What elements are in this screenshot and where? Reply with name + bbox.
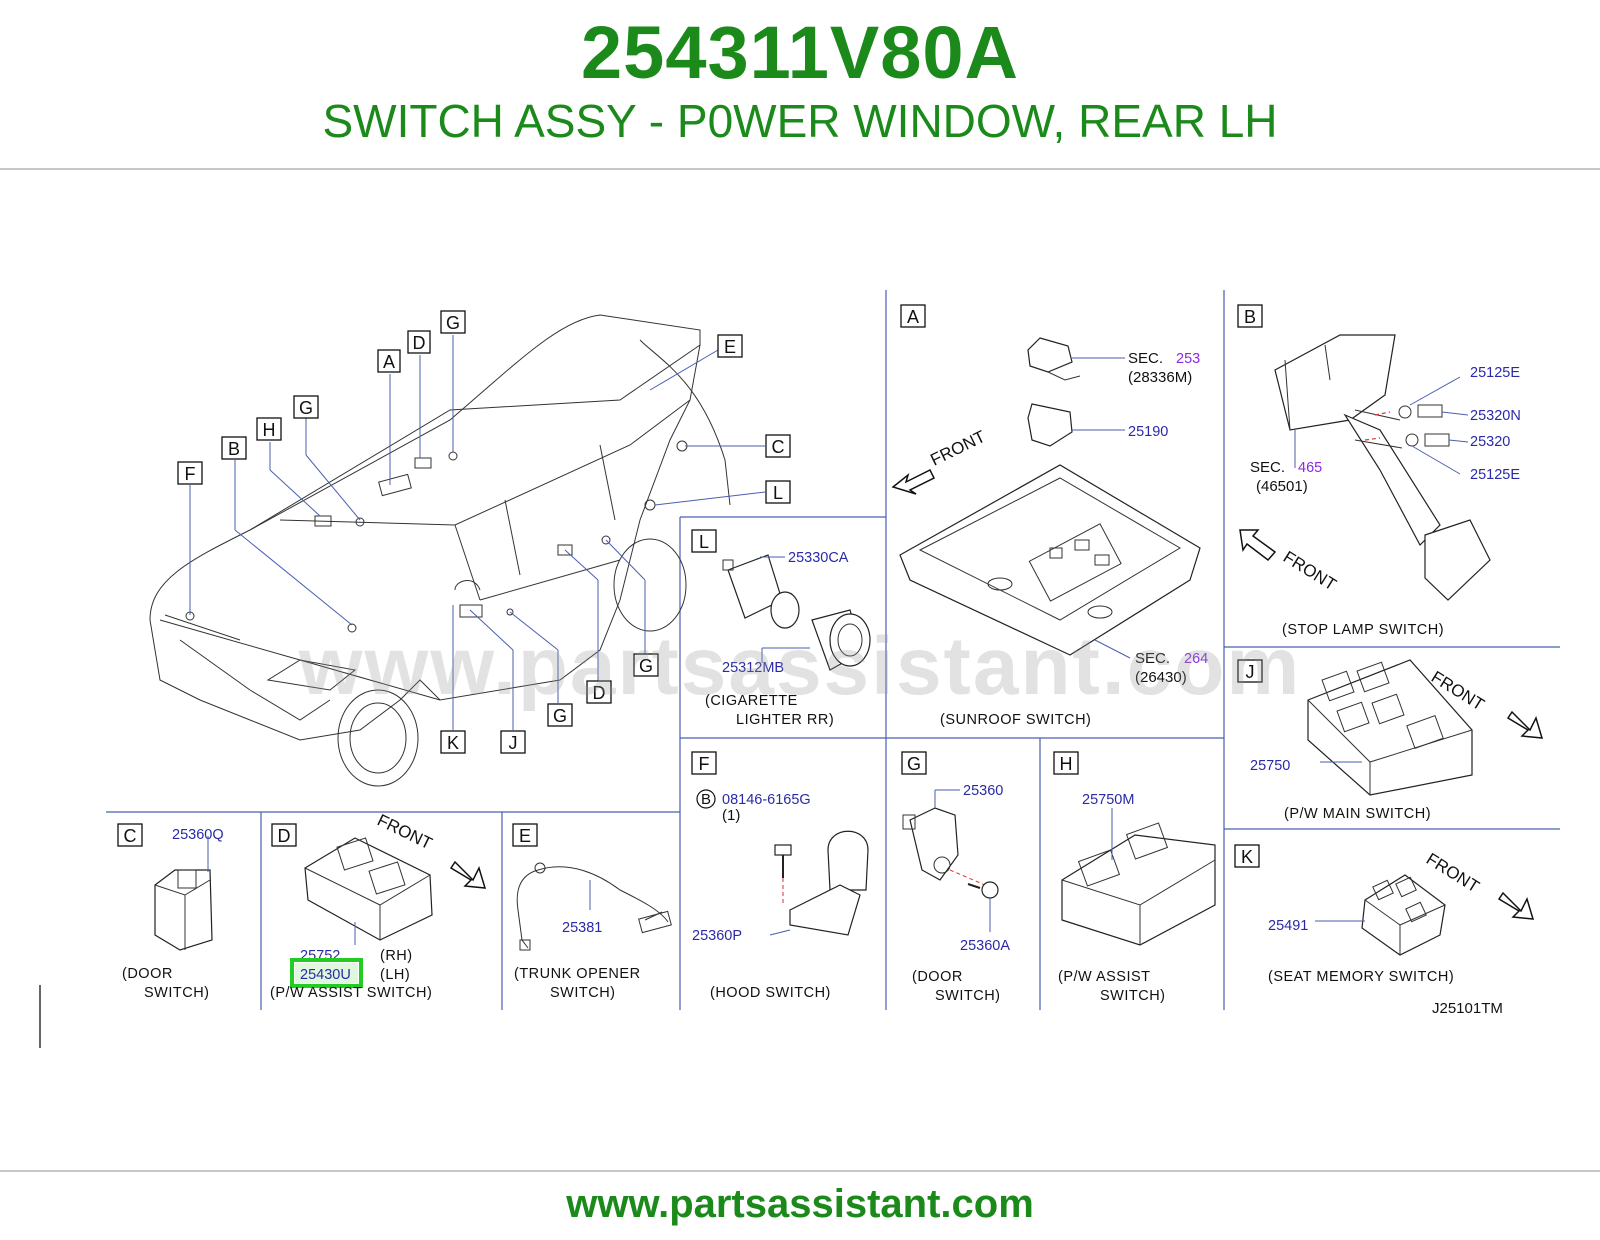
part-25320[interactable]: 25320 bbox=[1470, 434, 1510, 450]
part-25360a[interactable]: 25360A bbox=[960, 938, 1010, 954]
panel-g-caption-1: (DOOR bbox=[912, 969, 963, 985]
part-25312mb[interactable]: 25312MB bbox=[722, 660, 784, 676]
panel-l-caption-2: LIGHTER RR) bbox=[736, 712, 834, 728]
part-25750[interactable]: 25750 bbox=[1250, 758, 1290, 774]
panel-k-seat-memory-switch: K FRONT 25491 (SEAT MEMORY SWITCH) bbox=[1234, 844, 1535, 985]
sec-264-number[interactable]: 264 bbox=[1184, 651, 1208, 667]
panel-g-door-switch: G 25360 25360A (DOOR SWITCH) bbox=[901, 751, 1010, 1004]
overview-letter-h: H bbox=[263, 420, 276, 440]
front-arrow-label: FRONT bbox=[1280, 547, 1340, 594]
part-08146-6165g-qty: (1) bbox=[722, 807, 740, 824]
panel-c-door-switch: C 25360Q (DOOR SWITCH) bbox=[117, 823, 224, 1001]
overview-letter-f: F bbox=[185, 464, 196, 484]
part-25430u-side: (LH) bbox=[380, 967, 410, 983]
sec-465-ref: (46501) bbox=[1256, 478, 1308, 495]
footer-website-link[interactable]: www.partsassistant.com bbox=[566, 1182, 1034, 1226]
panel-g-caption-2: SWITCH) bbox=[935, 988, 1001, 1004]
sec-264-ref: (26430) bbox=[1135, 669, 1187, 686]
panel-l-caption-1: (CIGARETTE bbox=[705, 693, 798, 709]
overview-letter-g: G bbox=[553, 706, 567, 726]
panel-b-caption: (STOP LAMP SWITCH) bbox=[1282, 622, 1444, 638]
part-25360[interactable]: 25360 bbox=[963, 783, 1003, 799]
page-header: 254311V80A SWITCH ASSY - P0WER WINDOW, R… bbox=[0, 0, 1600, 170]
sec-253-ref: (28336M) bbox=[1128, 369, 1192, 386]
panel-j-caption: (P/W MAIN SWITCH) bbox=[1284, 806, 1431, 822]
overview-letter-j: J bbox=[509, 733, 518, 753]
front-arrow-label: FRONT bbox=[374, 811, 435, 854]
part-25381[interactable]: 25381 bbox=[562, 920, 602, 936]
panel-letter-k: K bbox=[1241, 847, 1253, 867]
panel-f-hood-switch: F B 08146-6165G (1) 25360P (HOOD SWITCH) bbox=[691, 751, 869, 1001]
part-number-heading: 254311V80A bbox=[581, 11, 1019, 94]
part-25491[interactable]: 25491 bbox=[1268, 918, 1308, 934]
panel-j-pw-main-switch: J FRONT 25750 (P/W MAIN SWITCH) bbox=[1237, 659, 1544, 822]
panel-letter-b: B bbox=[1244, 307, 1256, 327]
panel-letter-h: H bbox=[1060, 754, 1073, 774]
overview-letter-k: K bbox=[447, 733, 459, 753]
panel-f-caption: (HOOD SWITCH) bbox=[710, 985, 831, 1001]
panel-h-pw-assist-switch: H 25750M (P/W ASSIST SWITCH) bbox=[1053, 751, 1216, 1004]
panel-letter-j: J bbox=[1246, 662, 1255, 682]
footer-divider bbox=[0, 1170, 1600, 1172]
panel-a-sunroof-switch: A SEC. 253 (28336M) 25190 FRONT SEC. 264… bbox=[891, 304, 1208, 728]
panel-c-caption-1: (DOOR bbox=[122, 966, 173, 982]
sec-465-number[interactable]: 465 bbox=[1298, 460, 1322, 476]
overview-letter-e: E bbox=[724, 337, 736, 357]
panel-letter-f: F bbox=[699, 754, 710, 774]
part-25125e-bottom[interactable]: 25125E bbox=[1470, 467, 1520, 483]
panel-a-caption: (SUNROOF SWITCH) bbox=[940, 712, 1091, 728]
part-25360p[interactable]: 25360P bbox=[692, 928, 742, 944]
overview-letter-g: G bbox=[639, 656, 653, 676]
panel-h-caption-1: (P/W ASSIST bbox=[1058, 969, 1151, 985]
panel-k-caption: (SEAT MEMORY SWITCH) bbox=[1268, 969, 1454, 985]
part-25190[interactable]: 25190 bbox=[1128, 424, 1168, 440]
sec-264-label: SEC. bbox=[1135, 650, 1170, 667]
part-25752-side: (RH) bbox=[380, 948, 413, 964]
front-arrow-label: FRONT bbox=[1423, 849, 1483, 896]
panel-letter-d: D bbox=[278, 826, 291, 846]
overview-letter-l: L bbox=[773, 483, 783, 503]
sec-465-label: SEC. bbox=[1250, 459, 1285, 476]
part-25125e-top[interactable]: 25125E bbox=[1470, 365, 1520, 381]
panel-h-caption-2: SWITCH) bbox=[1100, 988, 1166, 1004]
overview-letter-c: C bbox=[772, 437, 785, 457]
panel-grid bbox=[39, 290, 1560, 1048]
panel-letter-l: L bbox=[699, 532, 709, 552]
overview-letter-g: G bbox=[446, 313, 460, 333]
part-25750m[interactable]: 25750M bbox=[1082, 792, 1134, 808]
part-25430u[interactable]: 25430U bbox=[300, 967, 351, 983]
panel-b-stop-lamp-switch: B 25125E 25320N 25320 25125E SEC. 465 (4… bbox=[1237, 304, 1521, 638]
overview-letter-d: D bbox=[593, 683, 606, 703]
panel-letter-g: G bbox=[907, 754, 921, 774]
sec-253-label: SEC. bbox=[1128, 350, 1163, 367]
overview-letter-a: A bbox=[383, 352, 395, 372]
panel-letter-a: A bbox=[907, 307, 919, 327]
panel-letter-c: C bbox=[124, 826, 137, 846]
overview-callouts: A D G E C L B H G F K J G D G bbox=[177, 310, 791, 754]
part-25360q[interactable]: 25360Q bbox=[172, 827, 224, 843]
part-08146-6165g[interactable]: 08146-6165G bbox=[722, 792, 811, 808]
part-25320n[interactable]: 25320N bbox=[1470, 408, 1521, 424]
panel-e-caption-1: (TRUNK OPENER bbox=[514, 966, 641, 982]
sec-253-number[interactable]: 253 bbox=[1176, 351, 1200, 367]
panel-c-caption-2: SWITCH) bbox=[144, 985, 210, 1001]
overview-letter-b: B bbox=[228, 439, 240, 459]
panel-d-caption: (P/W ASSIST SWITCH) bbox=[270, 985, 432, 1001]
panel-e-caption-2: SWITCH) bbox=[550, 985, 616, 1001]
part-25330ca[interactable]: 25330CA bbox=[788, 550, 849, 566]
part-title: SWITCH ASSY - P0WER WINDOW, REAR LH bbox=[322, 95, 1278, 147]
front-arrow-label: FRONT bbox=[927, 427, 988, 470]
vehicle-overview-drawing bbox=[149, 314, 731, 787]
overview-letter-g: G bbox=[299, 398, 313, 418]
panel-l-cigarette-lighter: L 25330CA 25312MB (CIGARETTE LIGHTER RR) bbox=[691, 529, 871, 728]
highlighted-part-box bbox=[290, 958, 363, 988]
parts-diagram: .lbl { font-size:15px; fill:#111; } .cap… bbox=[39, 290, 1560, 1048]
panel-e-trunk-opener-switch: E 25381 (TRUNK OPENER SWITCH) bbox=[512, 823, 672, 1001]
panel-letter-e: E bbox=[519, 826, 531, 846]
overview-letter-d: D bbox=[413, 333, 426, 353]
panel-d-pw-assist-switch: D FRONT 25752 (RH) 25430U (LH) (P/W ASSI… bbox=[270, 811, 487, 1001]
bolt-marker-b: B bbox=[701, 791, 711, 808]
header-divider bbox=[0, 168, 1600, 170]
diagram-code: J25101TM bbox=[1432, 1000, 1503, 1017]
